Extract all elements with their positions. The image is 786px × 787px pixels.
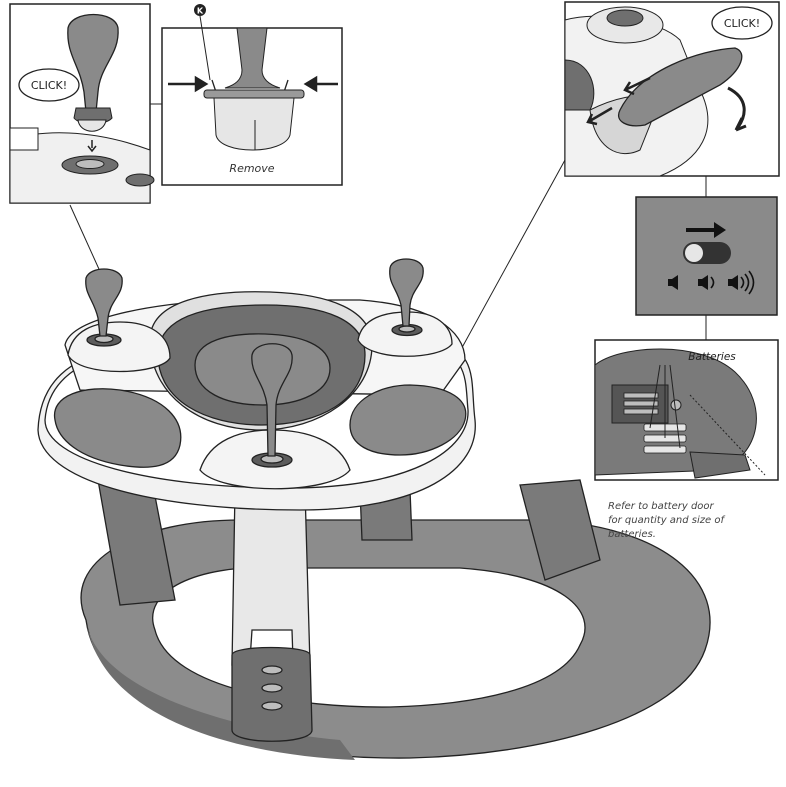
height-hole-2 (261, 683, 283, 693)
click-bubble-right (711, 6, 773, 40)
volume-high-icon (728, 270, 755, 295)
plunger-front (251, 343, 293, 457)
click-label-left: CLICK! (31, 79, 67, 92)
volume-low-icon (668, 275, 678, 290)
toy-pad-left (54, 388, 182, 468)
inset-click-pad: CLICK! (564, 1, 780, 177)
toy-pad-right (349, 384, 467, 456)
activity-center-illustration (37, 258, 761, 770)
column-base (231, 646, 313, 742)
plunger-left (85, 268, 123, 337)
battery-note-line-2: for quantity and size of (608, 515, 724, 526)
squeeze-arrow-left (168, 75, 209, 93)
squeeze-arrow-right (303, 75, 338, 93)
battery-note-line-1: Refer to battery door (608, 501, 714, 512)
volume-mid-icon (698, 275, 715, 290)
plunger-right (389, 258, 424, 327)
battery-note: Refer to battery door for quantity and s… (608, 500, 778, 542)
battery-note-line-3: batteries. (608, 529, 656, 540)
inset-batteries: Batteries (594, 339, 779, 481)
inset-remove-toy: K Remove (161, 4, 343, 186)
click-label-right: CLICK! (724, 17, 760, 30)
sound-switch-panel (635, 196, 778, 316)
batteries-label: Batteries (688, 351, 736, 363)
left-dome (67, 321, 171, 373)
right-arrow-icon (686, 222, 726, 238)
part-letter-badge (194, 4, 206, 16)
height-hole-1 (261, 665, 283, 675)
inset-click-toy: CLICK! (9, 3, 155, 204)
leg-right (519, 479, 601, 581)
paddle-toy (67, 14, 119, 113)
battery-door-flap (618, 47, 743, 127)
height-hole-3 (261, 701, 283, 711)
click-bubble-left (18, 68, 80, 102)
remove-label: Remove (229, 162, 274, 175)
part-letter: K (197, 7, 204, 16)
